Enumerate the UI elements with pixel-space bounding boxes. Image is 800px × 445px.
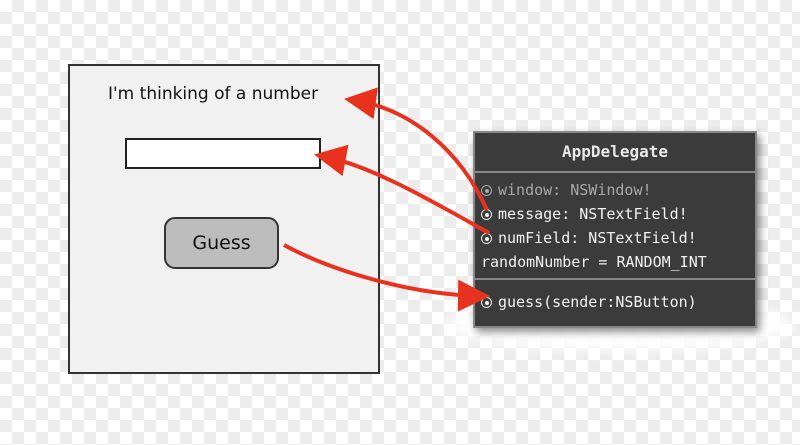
uml-attribute-text: window: NSWindow!	[498, 181, 652, 199]
uml-operations: guess(sender:NSButton)	[475, 280, 755, 314]
guess-button[interactable]: Guess	[164, 217, 279, 269]
uml-operation-row: guess(sender:NSButton)	[481, 290, 755, 314]
uml-attribute-row: numField: NSTextField!	[481, 226, 755, 250]
uml-attribute-row: message: NSTextField!	[481, 202, 755, 226]
message-label: I'm thinking of a number	[108, 84, 319, 104]
uml-attribute-text: message: NSTextField!	[498, 205, 688, 223]
uml-attribute-row: window: NSWindow!	[481, 178, 755, 202]
number-input[interactable]	[125, 138, 321, 169]
uml-class-box: AppDelegate window: NSWindow! message: N…	[473, 131, 757, 328]
uml-attribute-row: randomNumber = RANDOM_INT	[481, 250, 755, 274]
uml-operation-text: guess(sender:NSButton)	[498, 293, 697, 311]
connection-circle-icon	[481, 209, 492, 220]
uml-attribute-text: numField: NSTextField!	[498, 229, 697, 247]
uml-attribute-text: randomNumber = RANDOM_INT	[481, 253, 707, 271]
connection-circle-icon	[481, 185, 492, 196]
uml-class-name: AppDelegate	[475, 133, 755, 173]
uml-attributes: window: NSWindow! message: NSTextField! …	[475, 173, 755, 280]
connection-circle-icon	[481, 297, 492, 308]
connection-circle-icon	[481, 233, 492, 244]
